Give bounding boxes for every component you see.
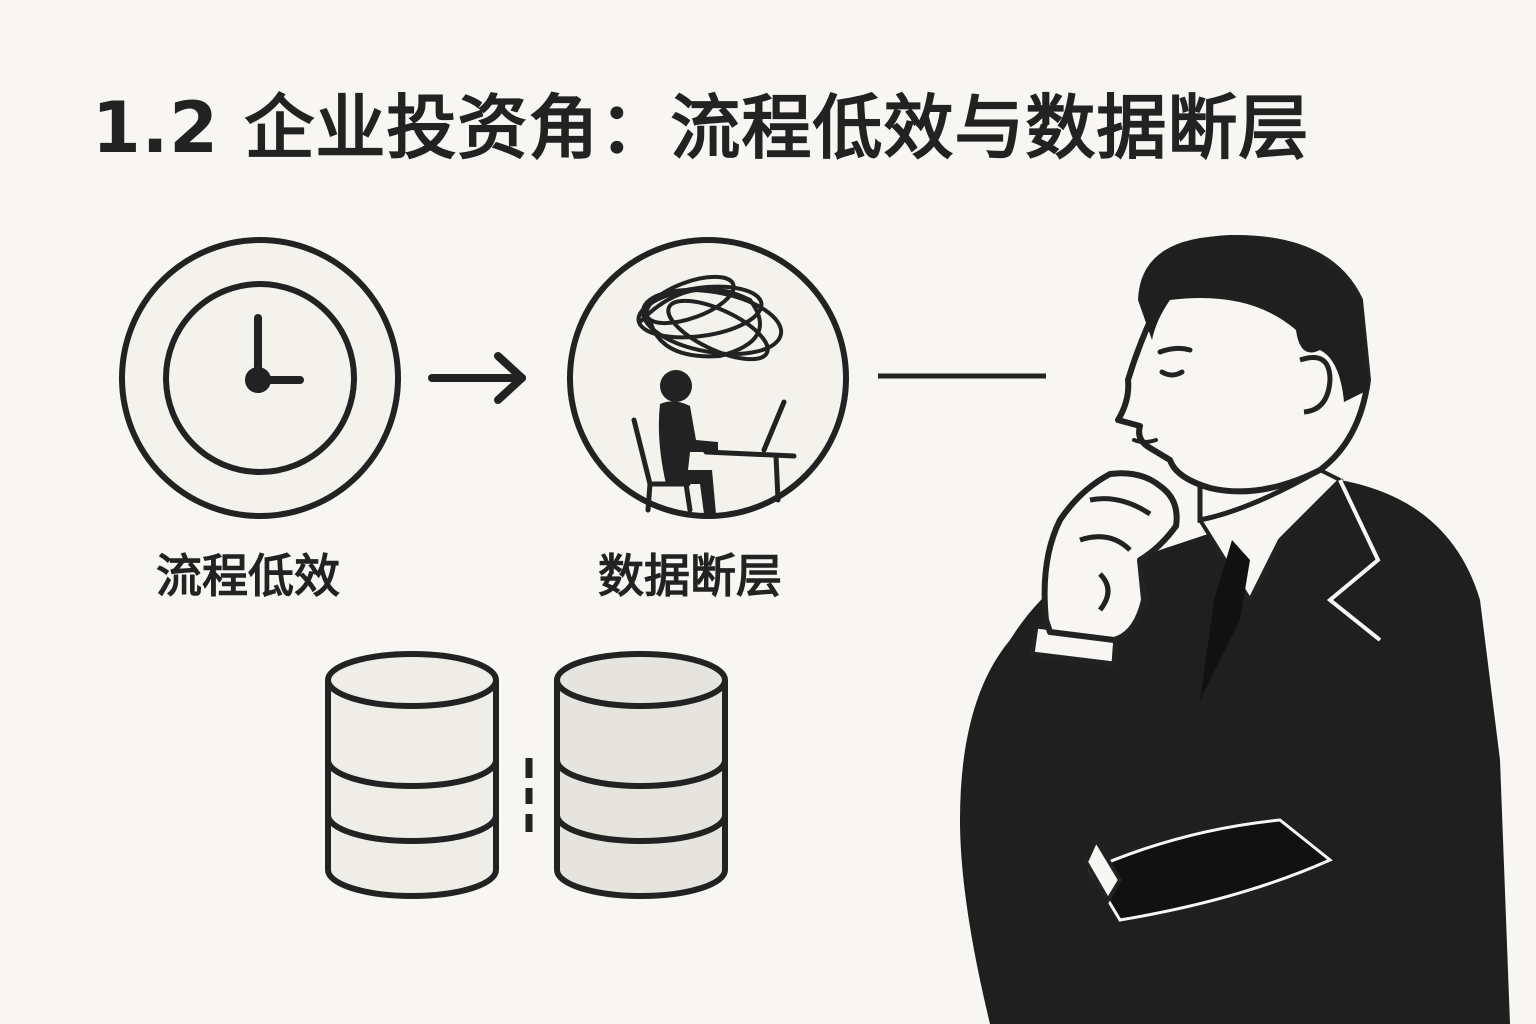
- arrow-right-icon: [428, 352, 526, 404]
- thinking-businessman-figure: [960, 234, 1510, 1024]
- clock-icon: [119, 237, 401, 519]
- label-data-gap: 数据断层: [598, 549, 782, 603]
- page-title: 1.2 企业投资角：流程低效与数据断层: [92, 87, 1310, 169]
- stressed-worker-icon: [567, 237, 849, 519]
- database-icon: [325, 651, 499, 899]
- database-icon: [554, 651, 728, 899]
- label-process-inefficiency: 流程低效: [156, 549, 340, 603]
